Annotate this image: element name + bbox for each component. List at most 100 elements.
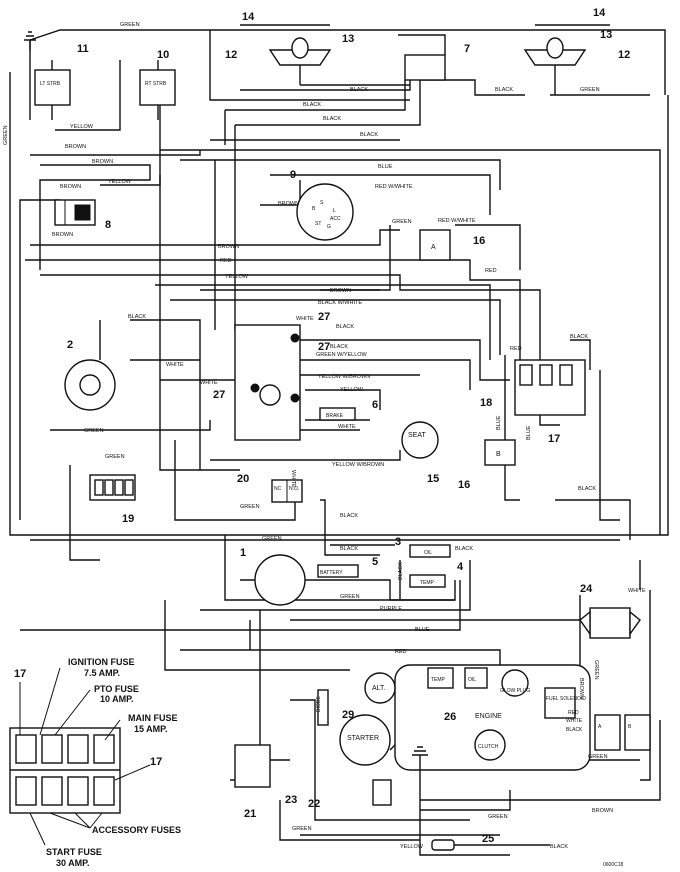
seat-switch-15 bbox=[401, 421, 439, 459]
ground-symbol-top bbox=[24, 31, 36, 50]
wire-label: BLACK W/WHITE bbox=[318, 300, 362, 306]
callout-26: 26 bbox=[444, 711, 456, 723]
engine-block bbox=[394, 664, 591, 771]
switch-20 bbox=[271, 479, 303, 503]
callout-15: 15 bbox=[427, 473, 439, 485]
callout-24: 24 bbox=[580, 583, 593, 595]
wire-label: BLACK bbox=[336, 324, 354, 330]
wire-harness bbox=[9, 29, 669, 856]
wire-label: RED bbox=[220, 258, 232, 264]
wire-label: BROWN bbox=[52, 232, 73, 238]
callout-17-right: 17 bbox=[548, 433, 560, 445]
wire-label: GREEN bbox=[593, 660, 599, 680]
glow-plug-label: GLOW PLUG bbox=[500, 688, 530, 694]
no-label: N.O. bbox=[289, 486, 299, 492]
wire-label: GREEN bbox=[340, 594, 360, 600]
oil-switch-label: OIL bbox=[424, 550, 432, 556]
callout-22: 22 bbox=[308, 798, 320, 810]
wire-label: BLACK bbox=[398, 562, 404, 580]
battery-label: BATTERY bbox=[320, 570, 343, 576]
accessory-fuses-label: ACCESSORY FUSES bbox=[92, 825, 181, 835]
relay-a-label: A bbox=[431, 244, 436, 251]
connector-25 bbox=[431, 839, 455, 851]
drawing-number: 0600C18 bbox=[603, 862, 624, 868]
wire-label: BLACK bbox=[330, 344, 348, 350]
wire-label: GREEN bbox=[392, 219, 412, 225]
wire-label: RED bbox=[395, 649, 407, 655]
diode-label: DIODE bbox=[316, 696, 322, 713]
wire-label: BLACK bbox=[360, 132, 378, 138]
wire-label: GREEN W/YELLOW bbox=[316, 352, 368, 358]
switch-acc-label: ACC bbox=[330, 216, 341, 222]
ignition-fuse-amp: 7.5 AMP. bbox=[84, 668, 120, 678]
callout-3: 3 bbox=[395, 536, 401, 548]
callout-17-legend-right: 17 bbox=[150, 756, 162, 768]
wire-label: RED bbox=[485, 268, 497, 274]
callout-10: 10 bbox=[157, 49, 169, 61]
callout-19: 19 bbox=[122, 513, 134, 525]
callout-13-right: 13 bbox=[600, 29, 612, 41]
switch-st-label: ST bbox=[315, 221, 321, 227]
nc-label: NC bbox=[274, 486, 282, 492]
fuse-legend-text: IGNITION FUSE 7.5 AMP. PTO FUSE 10 AMP. … bbox=[46, 657, 181, 868]
wire-label: PURPLE bbox=[380, 606, 402, 612]
callout-13-left: 13 bbox=[342, 33, 354, 45]
callout-12-left: 12 bbox=[225, 49, 237, 61]
callout-14-right: 14 bbox=[593, 7, 606, 19]
right-strobe bbox=[139, 60, 176, 120]
callout-17-legend-top: 17 bbox=[14, 668, 26, 680]
wire-label: WHITE bbox=[290, 470, 296, 488]
wire-label: BROWN bbox=[578, 678, 584, 699]
callout-18: 18 bbox=[480, 397, 492, 409]
oil-switch-3 bbox=[409, 544, 451, 558]
switch-s-label: S bbox=[320, 200, 324, 206]
wire-label: BLUE bbox=[378, 164, 393, 170]
wire-label: WHITE bbox=[166, 362, 184, 368]
wire-label: BLACK bbox=[340, 513, 358, 519]
switch-2 bbox=[64, 359, 116, 411]
wire-label: BLACK bbox=[340, 546, 358, 552]
battery-5 bbox=[317, 564, 359, 578]
callout-6: 6 bbox=[372, 399, 378, 411]
component-text-labels: LT STRB RT STRB SEAT BRAKE BATTERY OIL T… bbox=[40, 81, 632, 750]
wire-label: GREEN bbox=[262, 536, 282, 542]
wire-label: GREEN bbox=[240, 504, 260, 510]
callout-29: 29 bbox=[342, 709, 354, 721]
alternator-label: ALT. bbox=[372, 685, 386, 692]
wire-label: YELLOW W/BROWN bbox=[332, 462, 384, 468]
black-lead-label: BLACK bbox=[566, 727, 583, 733]
battery-21 bbox=[234, 744, 271, 788]
wire-label: YELLOW bbox=[340, 387, 364, 393]
fuel-solenoid-label: FUEL SOLENOID bbox=[546, 696, 586, 702]
wire-label: BLUE bbox=[415, 627, 430, 633]
wire-label: WHITE bbox=[628, 588, 646, 594]
callout-25: 25 bbox=[482, 833, 494, 845]
diode-module-24 bbox=[579, 607, 641, 639]
wire-label: RED W/WHITE bbox=[375, 184, 413, 190]
engine-temp-label: TEMP bbox=[431, 677, 446, 683]
wire-label: WHITE bbox=[200, 380, 218, 386]
wire-label: BLUE bbox=[496, 415, 502, 430]
callout-5: 5 bbox=[372, 556, 378, 568]
diode-29 bbox=[317, 689, 329, 726]
relay-b-label: B bbox=[496, 451, 501, 458]
callout-12-right: 12 bbox=[618, 49, 630, 61]
left-strobe bbox=[34, 60, 71, 120]
temp-switch-label: TEMP bbox=[420, 580, 435, 586]
alternator bbox=[364, 672, 396, 704]
start-fuse-amp: 30 AMP. bbox=[56, 858, 90, 868]
wire-label: GREEN bbox=[3, 125, 9, 145]
fuse-block-19 bbox=[89, 474, 136, 501]
callout-11: 11 bbox=[77, 43, 89, 55]
callout-14-left: 14 bbox=[242, 11, 255, 23]
engine-oil-label: OIL bbox=[468, 677, 476, 683]
fuse-legend-box bbox=[9, 667, 151, 846]
relay-block-17 bbox=[514, 359, 586, 416]
callout-20: 20 bbox=[237, 473, 249, 485]
callout-4: 4 bbox=[457, 561, 464, 573]
wire-label: BLACK bbox=[350, 87, 368, 93]
fuse-holder-right bbox=[594, 714, 651, 751]
brake-label: BRAKE bbox=[326, 413, 344, 419]
callout-numbers: 14 14 13 13 12 12 7 11 10 8 9 16 2 27 27… bbox=[14, 7, 630, 845]
